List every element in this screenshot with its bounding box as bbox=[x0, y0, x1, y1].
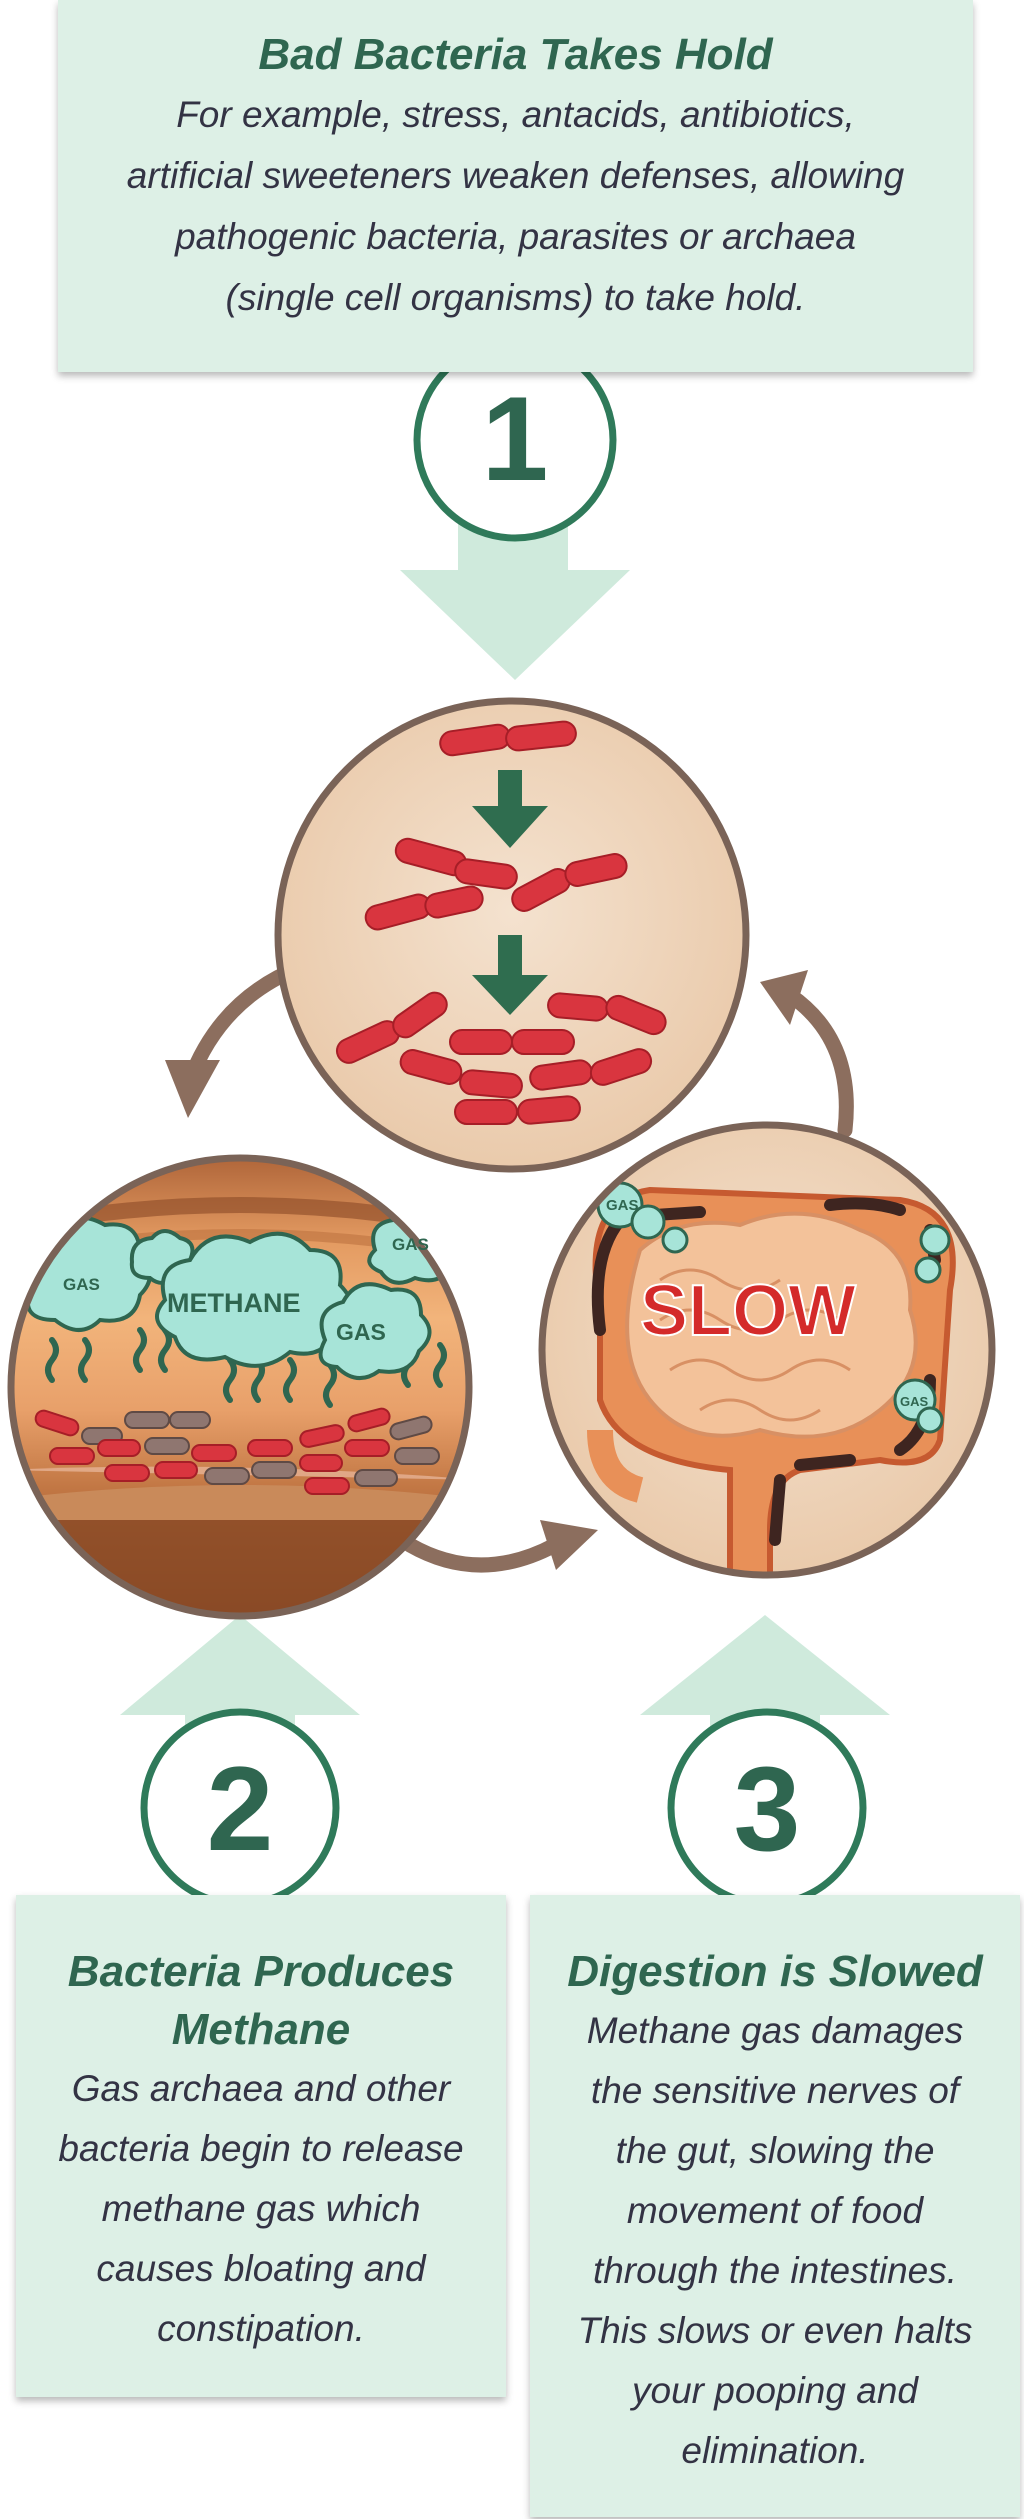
slow-intestine-illustration: SLOW GAS GAS bbox=[538, 1121, 996, 1579]
methane-gut-illustration: GAS METHANE GAS GAS bbox=[7, 1154, 473, 1620]
gas-label: GAS bbox=[900, 1394, 929, 1409]
gas-label: GAS bbox=[392, 1235, 429, 1254]
step-3-title: Digestion is Slowed bbox=[567, 1947, 983, 1996]
step-3-body-line: elimination. bbox=[681, 2430, 869, 2471]
step-2-body-line: methane gas which bbox=[101, 2188, 421, 2229]
slow-label: SLOW bbox=[640, 1271, 856, 1351]
step-3-body-line: Methane gas damages bbox=[586, 2010, 964, 2051]
cycle-arrow-top-to-left bbox=[165, 960, 306, 1118]
gas-label: GAS bbox=[336, 1319, 386, 1345]
gas-cloud-left bbox=[25, 1215, 152, 1332]
step-3-body-line: movement of food bbox=[626, 2190, 924, 2231]
step-1-body-line: For example, stress, antacids, antibioti… bbox=[176, 94, 855, 135]
step-3-number: 3 bbox=[734, 1742, 801, 1876]
step-3-body-line: your pooping and bbox=[632, 2370, 918, 2411]
cycle-arrow-right-to-top bbox=[760, 970, 854, 1138]
step-2-body-line: bacteria begin to release bbox=[58, 2128, 464, 2169]
step-2-body: Gas archaea and other bacteria begin to … bbox=[16, 2059, 506, 2359]
step-3-body-line: the sensitive nerves of bbox=[590, 2070, 960, 2111]
step-2-title-line: Bacteria Produces bbox=[67, 1947, 455, 1996]
step-1-body: For example, stress, antacids, antibioti… bbox=[58, 84, 973, 328]
cycle-arrow-left-to-right bbox=[402, 1520, 598, 1573]
gas-cloud-right-mid bbox=[318, 1282, 432, 1380]
step-3-body-line: the gut, slowing the bbox=[615, 2130, 935, 2171]
step-2-body-line: causes bloating and bbox=[96, 2248, 426, 2289]
step-2-body-line: Gas archaea and other bbox=[71, 2068, 451, 2109]
step-3-body-line: This slows or even halts bbox=[577, 2310, 973, 2351]
methane-label: METHANE bbox=[167, 1288, 301, 1318]
step-1-body-line: (single cell organisms) to take hold. bbox=[225, 277, 806, 318]
step-1-body-line: pathogenic bacteria, parasites or archae… bbox=[175, 216, 856, 257]
step-3-body-line: through the intestines. bbox=[592, 2250, 958, 2291]
gas-label: GAS bbox=[63, 1275, 100, 1294]
step-3-panel: Digestion is Slowed Methane gas damages … bbox=[530, 1895, 1020, 2517]
step-1-number: 1 bbox=[482, 372, 549, 506]
step-2-title: Bacteria Produces Methane bbox=[16, 1943, 506, 2059]
step-2-title-line: Methane bbox=[171, 2005, 351, 2054]
step-3-body: Methane gas damages the sensitive nerves… bbox=[530, 2001, 1020, 2481]
step-2-number: 2 bbox=[207, 1742, 274, 1876]
step-2-badge: 2 bbox=[140, 1708, 340, 1908]
gas-label: GAS bbox=[606, 1197, 639, 1214]
step-2-body-line: constipation. bbox=[157, 2308, 365, 2349]
bacteria-multiplying-illustration bbox=[274, 697, 750, 1173]
step-1-title: Bad Bacteria Takes Hold bbox=[258, 30, 773, 79]
step-3-badge: 3 bbox=[667, 1708, 867, 1908]
step-1-panel: Bad Bacteria Takes Hold For example, str… bbox=[58, 0, 973, 372]
step-2-panel: Bacteria Produces Methane Gas archaea an… bbox=[16, 1895, 506, 2397]
step-1-body-line: artificial sweeteners weaken defenses, a… bbox=[126, 155, 905, 196]
